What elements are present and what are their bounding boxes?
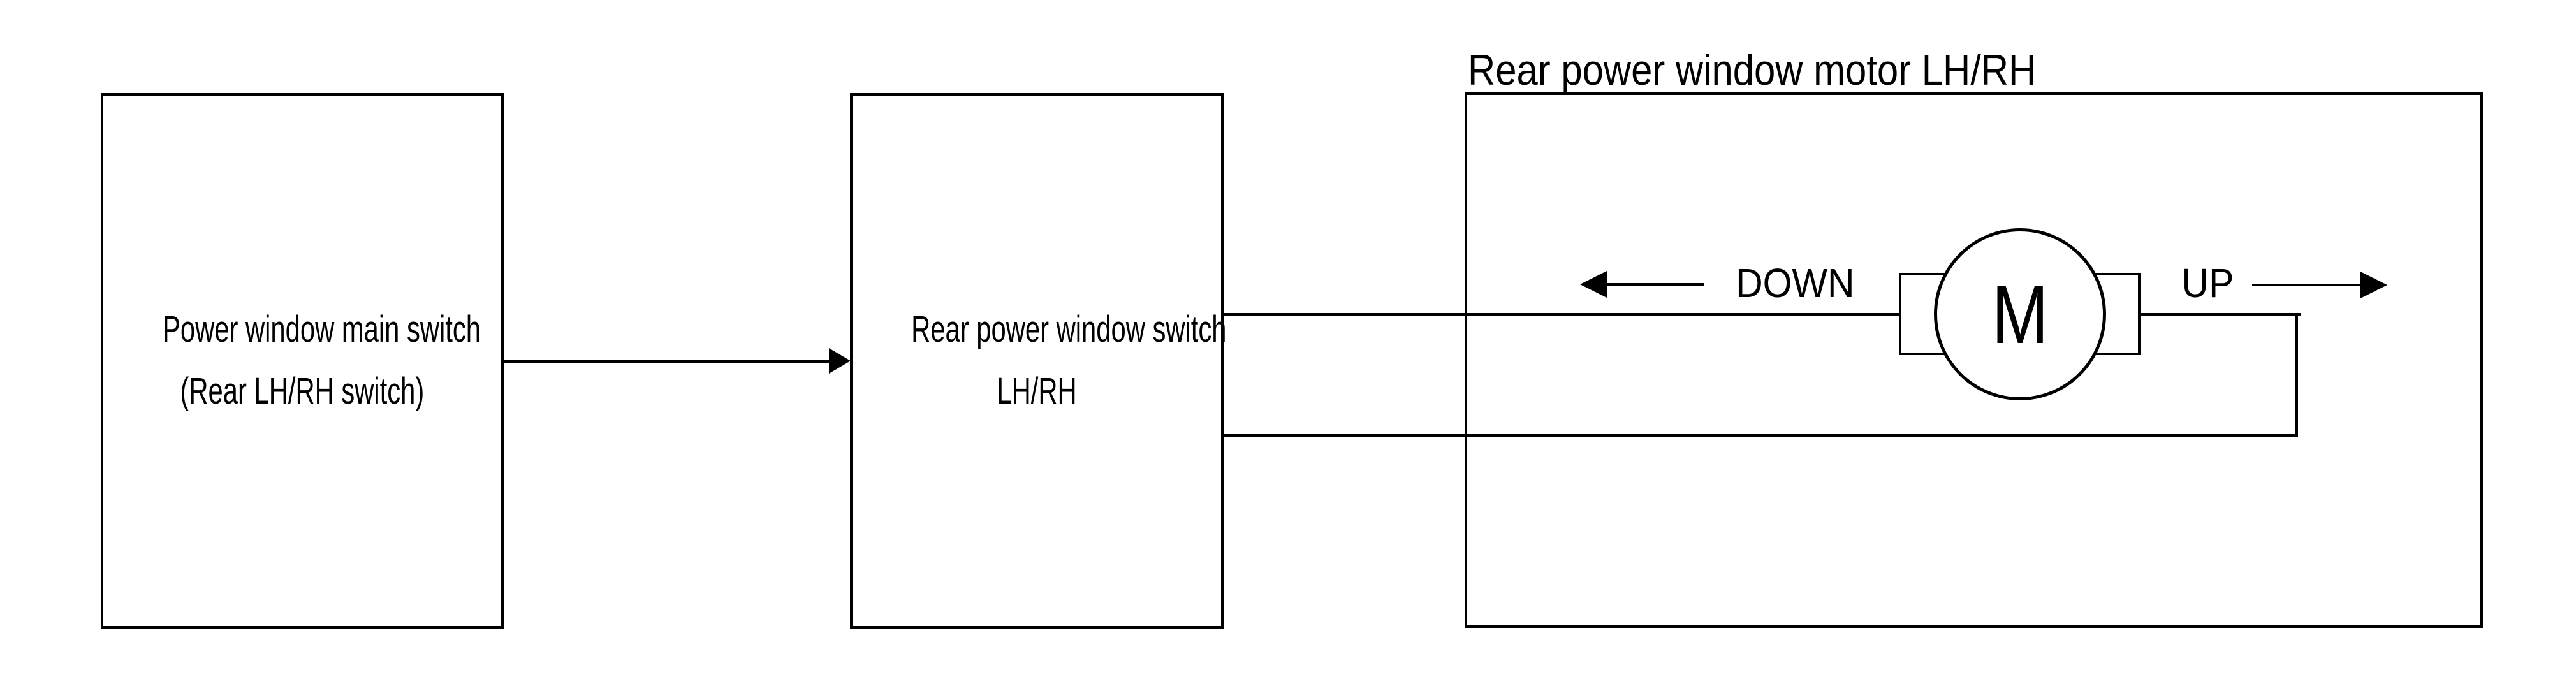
- up-arrow-icon: [2360, 272, 2387, 298]
- up-label: UP: [2181, 260, 2234, 306]
- main-to-rear-connector-line: [504, 360, 830, 363]
- rear-switch-box: [850, 93, 1224, 629]
- down-arrow-icon: [1580, 271, 1607, 298]
- down-label: DOWN: [1735, 260, 1855, 306]
- rear-switch-box-label: Rear power window switch LH/RH: [850, 298, 1227, 422]
- main-switch-label-line2: (Rear LH/RH switch): [180, 370, 425, 412]
- main-to-rear-arrowhead-icon: [829, 348, 851, 374]
- up-arrow-shaft: [2252, 284, 2360, 286]
- rear-switch-label-line1: Rear power window switch: [911, 309, 1227, 350]
- down-arrow-shaft: [1607, 283, 1704, 286]
- main-switch-box: [101, 93, 504, 629]
- rear-switch-label-line2: LH/RH: [997, 370, 1077, 412]
- motor-section-title: Rear power window motor LH/RH: [1468, 46, 2037, 94]
- wire-upper: [1224, 313, 1899, 316]
- wire-lower: [1224, 434, 2298, 437]
- wire-right-vertical: [2295, 313, 2298, 437]
- wire-right-horizontal: [2141, 313, 2301, 316]
- motor-m-label: M: [1991, 268, 2049, 361]
- motor-circle-icon: M: [1934, 228, 2106, 400]
- main-switch-box-label: Power window main switch (Rear LH/RH swi…: [101, 298, 504, 422]
- main-switch-label-line1: Power window main switch: [163, 309, 481, 350]
